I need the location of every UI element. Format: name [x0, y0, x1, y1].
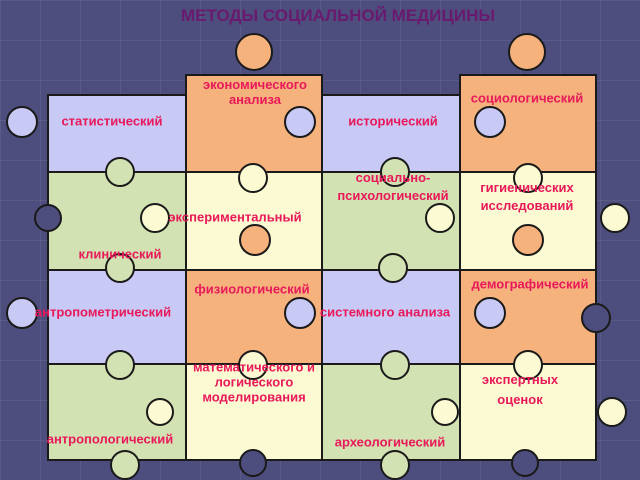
- piece-label: археологический: [334, 434, 446, 450]
- piece-label: клинический: [78, 246, 162, 262]
- piece-label: социально-психологический: [337, 170, 449, 203]
- puzzle-piece: [321, 267, 461, 365]
- piece-label: демографический: [471, 276, 589, 292]
- piece-label: экспериментальный: [168, 209, 302, 225]
- piece-label: статистический: [61, 113, 163, 129]
- piece-label: экспертных оценок: [481, 372, 559, 407]
- piece-label: гигиенических исследований: [480, 180, 574, 213]
- piece-label: антропометрический: [34, 304, 172, 320]
- piece-label: социологический: [470, 90, 584, 106]
- piece-label: физиологический: [194, 281, 310, 297]
- piece-label: математического и логического моделирова…: [192, 359, 316, 405]
- piece-label: системного анализа: [319, 304, 451, 320]
- slide-title: МЕТОДЫ СОЦИАЛЬНОЙ МЕДИЦИНЫ: [180, 6, 496, 25]
- piece-label: исторический: [348, 113, 438, 129]
- piece-label: антропологический: [46, 431, 174, 447]
- piece-label: экономического анализа: [203, 77, 307, 107]
